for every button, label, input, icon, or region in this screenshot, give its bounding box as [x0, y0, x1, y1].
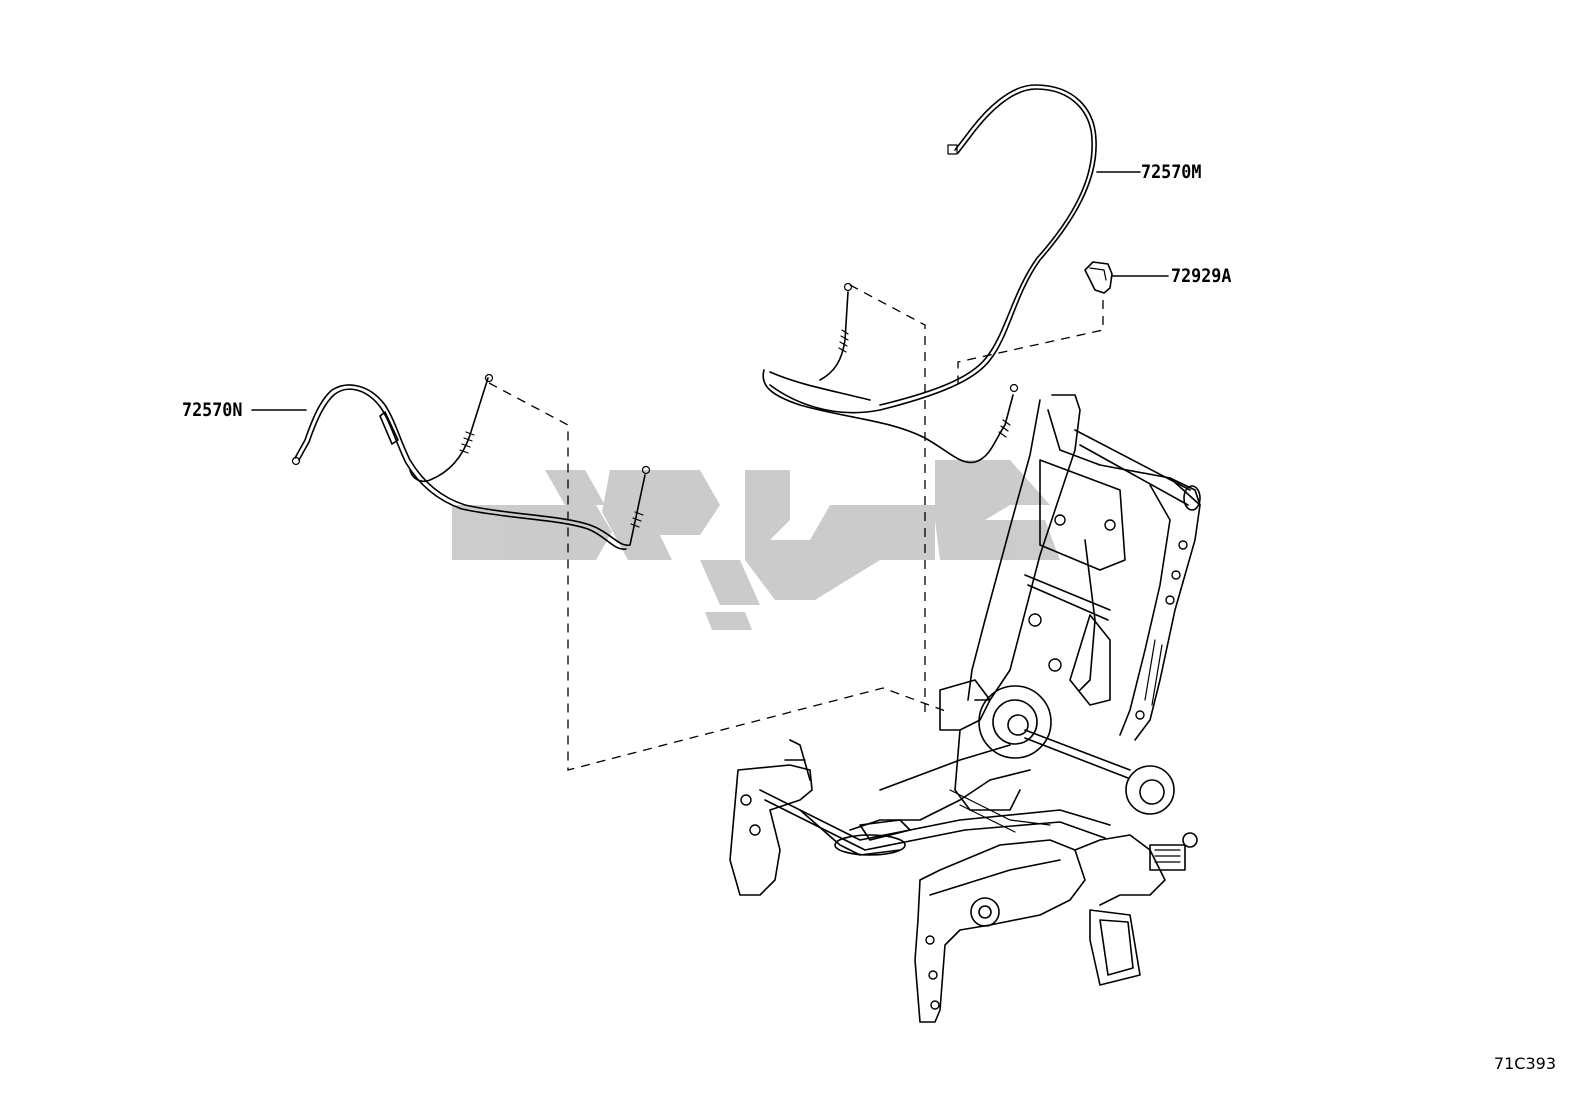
- part-number-cover: 72929A: [1171, 265, 1232, 287]
- cover-part: [1084, 261, 1169, 294]
- reference-lines: [488, 284, 1104, 771]
- upper-cable: [762, 84, 1141, 464]
- illustration-code: 71C393: [1493, 1054, 1556, 1073]
- seat-frame: [729, 394, 1201, 1023]
- part-number-upper-cable: 72570M: [1141, 161, 1202, 183]
- watermark-logo: [452, 460, 1060, 630]
- part-number-lower-cable: 72570N: [182, 399, 243, 421]
- lower-cable: [251, 373, 651, 550]
